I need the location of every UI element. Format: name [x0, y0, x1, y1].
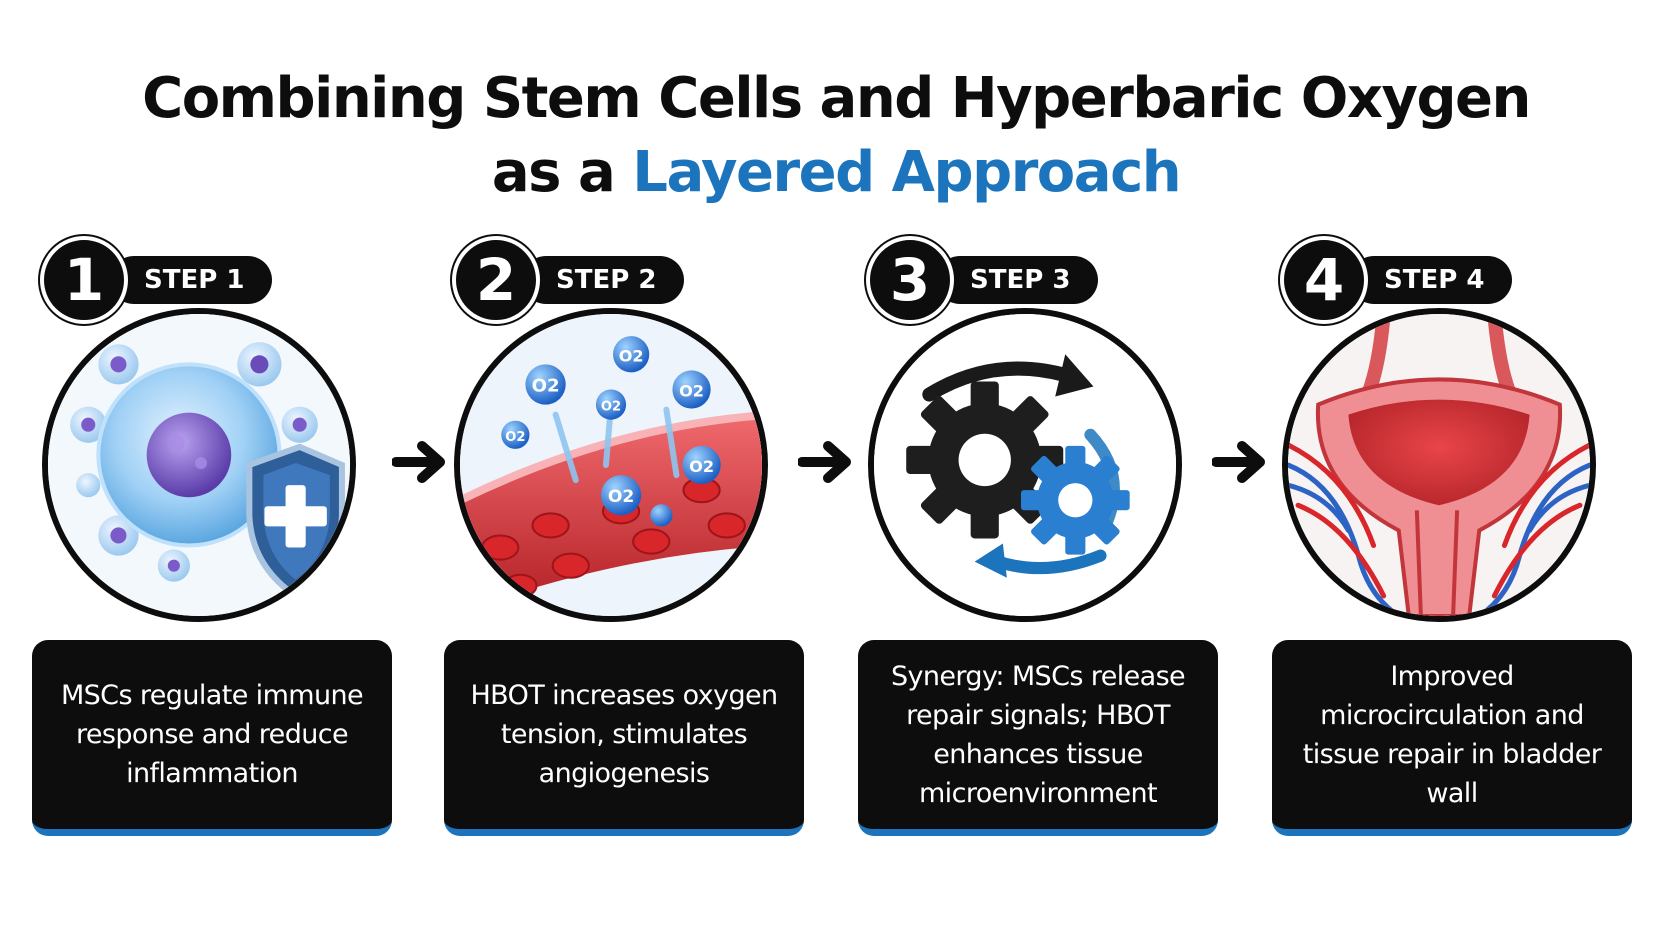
step-description: Synergy: MSCs release repair signals; HB…	[890, 660, 1186, 809]
o2-label: O2	[505, 430, 525, 445]
step-number-badge: 2	[452, 236, 540, 324]
title-highlight: Layered Approach	[632, 140, 1181, 205]
step-label: STEP 3	[936, 256, 1099, 304]
o2-label: O2	[679, 382, 704, 401]
step-number-badge: 3	[866, 236, 954, 324]
step-2: 2 STEP 2	[412, 236, 804, 856]
step-3: 3 STEP 3	[826, 236, 1218, 856]
step-label: STEP 4	[1350, 256, 1513, 304]
step-label: STEP 1	[110, 256, 273, 304]
step-description-box: HBOT increases oxygen tension, stimulate…	[444, 640, 804, 836]
step-description: HBOT increases oxygen tension, stimulate…	[470, 680, 778, 789]
o2-label: O2	[601, 400, 621, 415]
o2-label: O2	[619, 346, 644, 365]
step-description-box: MSCs regulate immune response and reduce…	[32, 640, 392, 836]
title-line-2: as a Layered Approach	[0, 136, 1672, 210]
arrow-right-icon	[391, 440, 452, 484]
synergy-gears-icon	[868, 308, 1182, 622]
step-number-badge: 1	[40, 236, 128, 324]
step-description-box: Improved microcirculation and tissue rep…	[1272, 640, 1632, 836]
arrow-right-icon	[797, 440, 858, 484]
step-description: Improved microcirculation and tissue rep…	[1302, 660, 1602, 809]
stem-cell-shield-icon	[42, 308, 356, 622]
title-prefix: as a	[491, 140, 633, 205]
step-label: STEP 2	[522, 256, 685, 304]
step-description: MSCs regulate immune response and reduce…	[60, 680, 364, 789]
step-1: 1 STEP 1	[0, 236, 392, 856]
o2-label: O2	[532, 376, 560, 397]
title-line-1: Combining Stem Cells and Hyperbaric Oxyg…	[142, 66, 1531, 131]
step-number-badge: 4	[1280, 236, 1368, 324]
o2-label: O2	[689, 457, 714, 476]
step-description-box: Synergy: MSCs release repair signals; HB…	[858, 640, 1218, 836]
o2-label: O2	[608, 487, 634, 507]
step-4: 4 STEP 4	[1240, 236, 1632, 856]
page-title: Combining Stem Cells and Hyperbaric Oxyg…	[0, 62, 1672, 210]
oxygen-blood-vessel-icon: O2 O2 O2 O2 O2 O2 O2	[454, 308, 768, 622]
arrow-right-icon	[1211, 440, 1272, 484]
bladder-icon	[1282, 308, 1596, 622]
